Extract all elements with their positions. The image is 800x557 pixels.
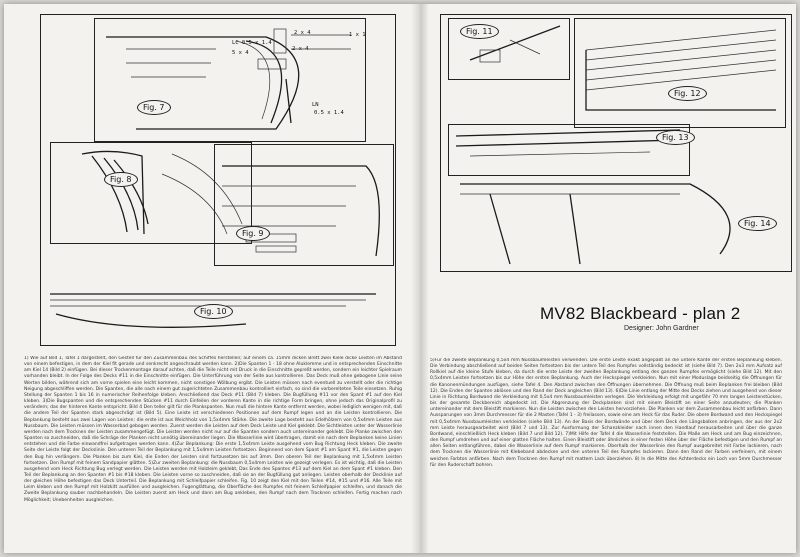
fig7-hull-drawing — [106, 28, 351, 130]
instructions-left-column: 1) Wie auf Bild 1, Tafel 1 dargestellt, … — [24, 356, 402, 546]
fig13-label: Fig. 13 — [656, 130, 695, 145]
instructions-right-text: 5)Für die zweite Beplankung 0,5x4 mm Nus… — [430, 358, 782, 468]
instructions-left-text: 1) Wie auf Bild 1, Tafel 1 dargestellt, … — [24, 356, 402, 503]
designer-credit: Designer: John Gardner — [624, 325, 699, 332]
fig12-deck-drawing — [585, 29, 777, 111]
dim-label-5: 5 x 4 — [232, 50, 249, 56]
fig11-clamp-drawing — [469, 25, 561, 63]
plan-title: MV82 Blackbeard - plan 2 — [540, 304, 741, 323]
left-drawing-frame — [40, 14, 396, 346]
center-fold — [411, 4, 429, 553]
dim-label-1: 2 x 4 — [294, 30, 311, 36]
fig14-label: Fig. 14 — [738, 216, 777, 231]
fig9-panel — [214, 144, 394, 266]
fig14-hull-drawing — [460, 183, 731, 265]
dim-label-4: 2 x 4 — [292, 46, 309, 52]
fig7-label: Fig. 7 — [137, 100, 171, 115]
fig7-panel — [94, 18, 366, 142]
fig12-panel — [574, 18, 786, 128]
right-drawing-frame — [440, 14, 792, 272]
dim-label-2: 1 x 1 — [349, 32, 366, 38]
fig13-panel — [448, 124, 690, 176]
fig8-label: Fig. 8 — [104, 172, 138, 187]
fig8-panel — [50, 142, 252, 244]
fig13-rail-drawing — [455, 129, 681, 157]
fig12-label: Fig. 12 — [668, 86, 707, 101]
plan-sheet: Fig. 7 2 x 4 1 x 1 LC 0.5 x 1.4 2 x 4 5 … — [4, 4, 796, 553]
dim-label-7: 0.5 x 1.4 — [314, 110, 344, 116]
fig11-label: Fig. 11 — [460, 24, 499, 39]
dim-label-3: LC 0.5 x 1.4 — [232, 40, 272, 46]
dim-label-6: LN — [312, 102, 319, 108]
fig11-panel — [448, 18, 570, 80]
fig10-label: Fig. 10 — [194, 304, 233, 319]
instructions-right-column: 5)Für die zweite Beplankung 0,5x4 mm Nus… — [430, 358, 782, 548]
fig9-hull-drawing — [222, 165, 380, 257]
fig9-label: Fig. 9 — [236, 226, 270, 241]
